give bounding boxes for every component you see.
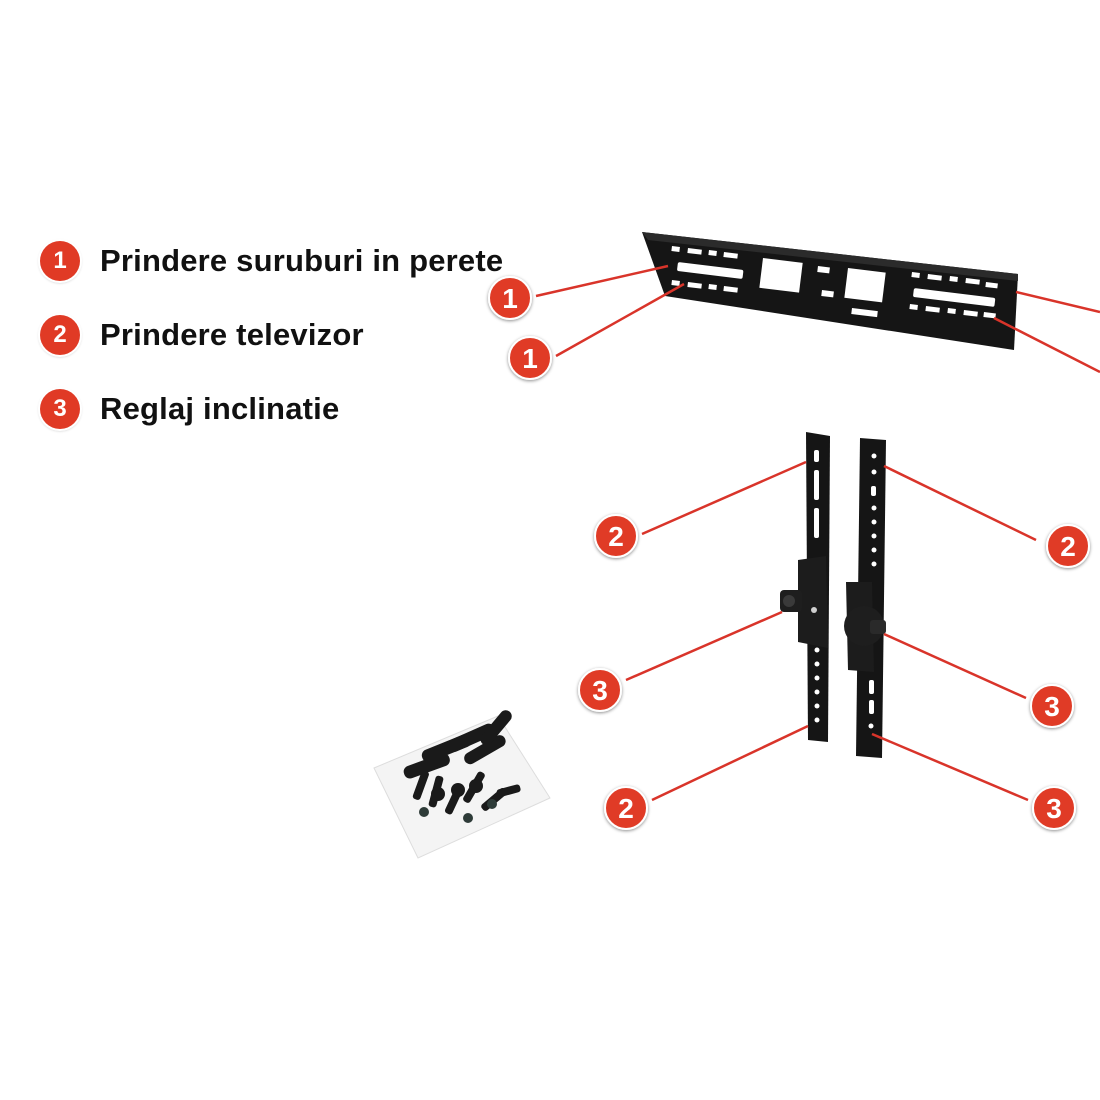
leader-line-1d — [993, 316, 1100, 374]
callout-2a-number: 2 — [608, 521, 624, 552]
callout-1b-number: 1 — [522, 343, 538, 374]
callout-3b-number: 3 — [1044, 691, 1060, 722]
leader-line-3c — [871, 732, 1029, 802]
leader-lines — [535, 264, 1100, 802]
callout-2b: 2 — [1046, 524, 1090, 568]
callout-3a-number: 3 — [592, 675, 608, 706]
legend-label-2: Prindere televizor — [100, 317, 364, 352]
legend-item-tilt-adjust: 3 Reglaj inclinatie — [40, 386, 600, 432]
leader-line-1a — [535, 264, 669, 298]
vertical-bracket-right-icon — [844, 438, 886, 758]
callout-1a-number: 1 — [502, 283, 518, 314]
legend-label-1: Prindere suruburi in perete — [100, 243, 504, 278]
leader-line-1b — [555, 282, 685, 358]
legend-label-3: Reglaj inclinatie — [100, 391, 340, 426]
callout-3a: 3 — [578, 668, 622, 712]
callout-2b-number: 2 — [1060, 531, 1076, 562]
callout-1b: 1 — [508, 336, 552, 380]
callout-2a: 2 — [594, 514, 638, 558]
legend-item-wall-screws: 1 Prindere suruburi in perete — [40, 238, 600, 284]
leader-line-1c — [1015, 290, 1100, 314]
leader-line-3a — [625, 610, 783, 682]
legend: 1 Prindere suruburi in perete 2 Prindere… — [40, 238, 600, 460]
legend-item-tv-mount: 2 Prindere televizor — [40, 312, 600, 358]
legend-badge-3: 3 — [40, 389, 80, 429]
leader-line-2a — [641, 460, 807, 536]
vertical-bracket-left-icon — [780, 432, 830, 742]
wall-plate-icon — [642, 232, 1018, 350]
callout-3b: 3 — [1030, 684, 1074, 728]
leader-line-3b — [883, 632, 1027, 700]
screw-bag-icon — [373, 710, 551, 859]
callout-2c: 2 — [604, 786, 648, 830]
callout-3c-number: 3 — [1046, 793, 1062, 824]
callout-3c: 3 — [1032, 786, 1076, 830]
leader-line-2b — [883, 464, 1037, 542]
callout-2c-number: 2 — [618, 793, 634, 824]
legend-badge-1: 1 — [40, 241, 80, 281]
callout-1a: 1 — [488, 276, 532, 320]
leader-line-2c — [651, 724, 809, 802]
legend-badge-2: 2 — [40, 315, 80, 355]
